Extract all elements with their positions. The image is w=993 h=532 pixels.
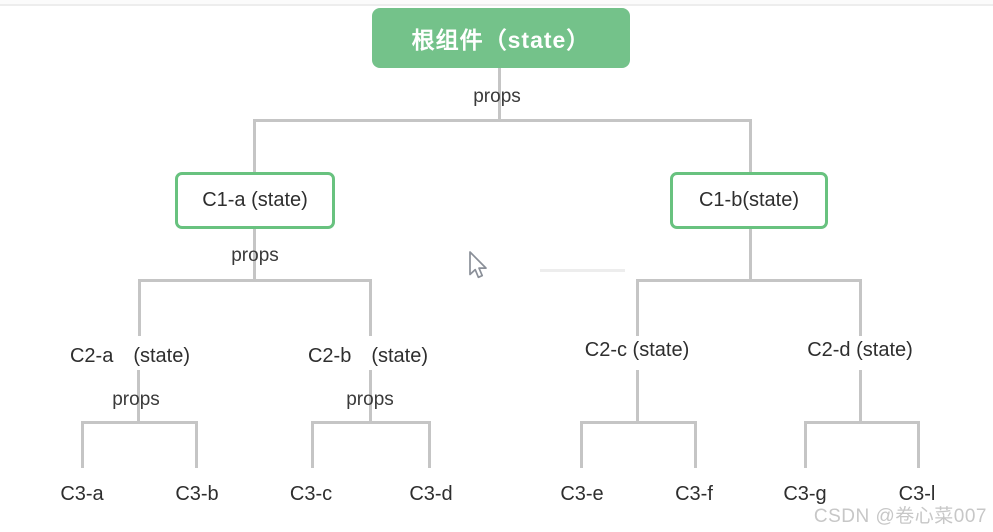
props-label-c2a: props (112, 389, 160, 410)
connector-root-drop (498, 68, 501, 120)
connector-c3g-drop (804, 421, 807, 468)
connector-c1a-drop (253, 119, 256, 174)
connector-level2-right-rail (636, 279, 862, 282)
connector-c2b-out (369, 370, 372, 424)
connector-c2d-children-rail (804, 421, 920, 424)
node-c2a-label: C2-a (state) (69, 345, 191, 367)
top-divider (0, 0, 993, 6)
root-component-node: 根组件（state） (372, 8, 630, 68)
node-c3g-label: C3-g (783, 483, 827, 505)
node-c1a: C1-a (state) (175, 172, 335, 229)
connector-faded-artifact (540, 269, 625, 272)
connector-c1b-drop (749, 119, 752, 174)
connector-level2-left-rail (138, 279, 372, 282)
node-c2b-label: C2-b (state) (307, 345, 429, 367)
props-label-c2b: props (346, 389, 394, 410)
connector-c3e-drop (580, 421, 583, 468)
props-label-root: props (473, 86, 521, 107)
connector-c3a-drop (81, 421, 84, 468)
root-component-label: 根组件（state） (411, 27, 591, 53)
node-c3d-label: C3-d (409, 483, 453, 505)
connector-c2d-out (859, 370, 862, 424)
connector-c2c-children-rail (580, 421, 697, 424)
connector-level1-rail (253, 119, 752, 122)
connector-c3c-drop (311, 421, 314, 468)
connector-c3d-drop (428, 421, 431, 468)
node-c3c-label: C3-c (289, 483, 333, 505)
connector-c2c-out (636, 370, 639, 424)
connector-c3b-drop (195, 421, 198, 468)
connector-c2a-children-rail (81, 421, 198, 424)
node-c1b-label: C1-b(state) (698, 189, 800, 211)
csdn-watermark: CSDN @卷心菜007 (813, 506, 987, 527)
connector-c2d-drop (859, 279, 862, 336)
node-c1a-label: C1-a (state) (202, 189, 308, 211)
node-c2d-label: C2-d (state) (807, 339, 913, 361)
connector-c2a-drop (138, 279, 141, 336)
connector-c2b-drop (369, 279, 372, 336)
connector-c1a-out (253, 229, 256, 280)
connector-c2a-out (137, 370, 140, 424)
node-c1b: C1-b(state) (670, 172, 828, 229)
connector-c3l-drop (917, 421, 920, 468)
connector-c1b-out (749, 229, 752, 280)
mouse-cursor-icon (469, 251, 487, 279)
node-c3e-label: C3-e (560, 483, 604, 505)
connector-c2b-children-rail (311, 421, 431, 424)
connector-c2c-drop (636, 279, 639, 336)
node-c3a-label: C3-a (60, 483, 104, 505)
props-label-c1a: props (231, 245, 279, 266)
connector-c3f-drop (694, 421, 697, 468)
node-c2c-label: C2-c (state) (584, 339, 690, 361)
node-c3l-label: C3-l (898, 483, 936, 505)
node-c3b-label: C3-b (175, 483, 219, 505)
node-c3f-label: C3-f (675, 483, 713, 505)
